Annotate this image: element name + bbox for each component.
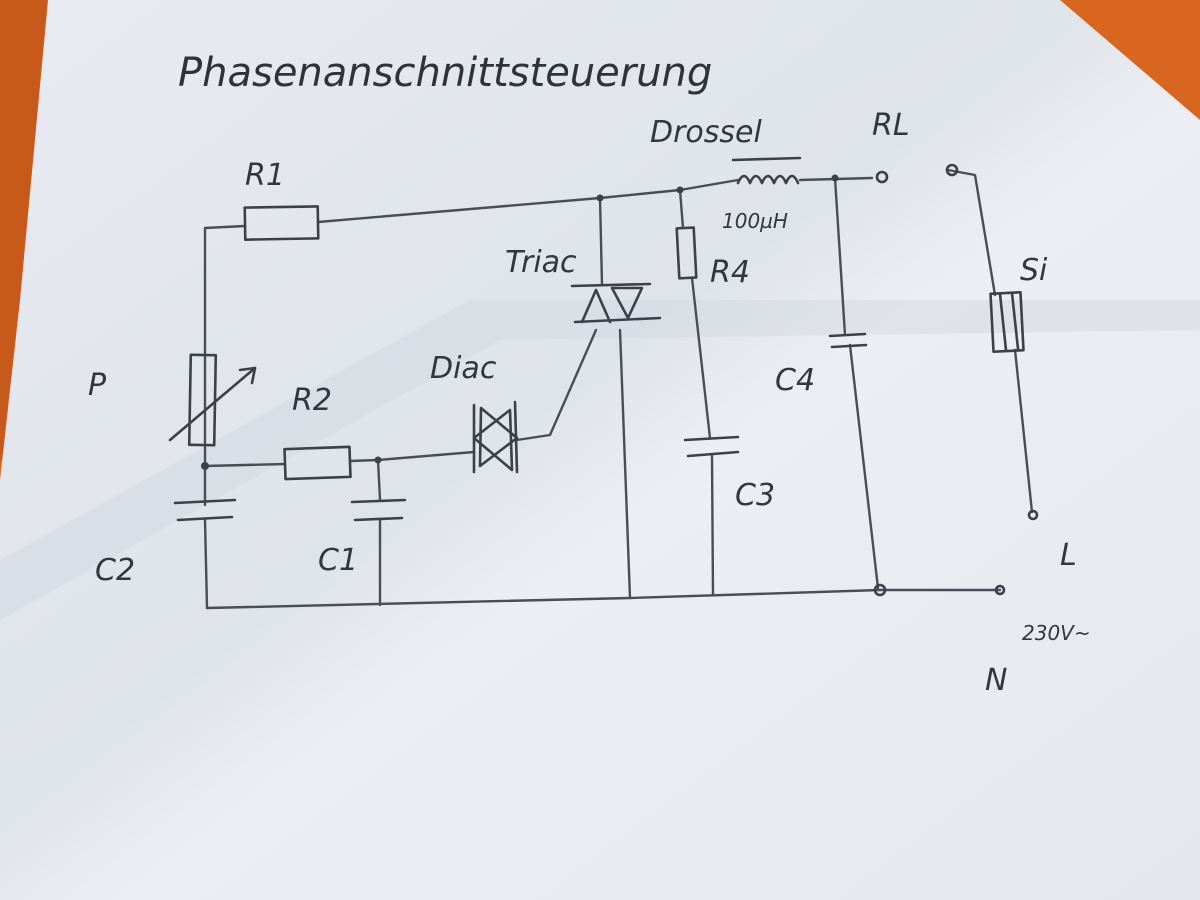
label-c3: C3 <box>735 478 775 513</box>
title-text: Phasenanschnittsteuerung <box>178 50 712 96</box>
label-diac: Diac <box>430 351 497 386</box>
triac <box>570 282 662 324</box>
label-l: L <box>1060 538 1077 573</box>
label-c4: C4 <box>775 363 815 398</box>
capacitor-c2 <box>173 498 237 522</box>
capacitor-c3 <box>683 435 740 458</box>
label-rl: RL <box>872 108 910 143</box>
diac <box>472 400 519 474</box>
label-c2: C2 <box>95 553 135 588</box>
resistor-r2 <box>283 445 352 481</box>
terminals <box>201 163 1039 597</box>
label-triac: Triac <box>505 245 577 280</box>
capacitor-c1 <box>350 498 407 522</box>
potentiometer-p <box>168 353 257 447</box>
paper-fold-shadow <box>0 300 1200 620</box>
label-inductance: 100µH <box>722 209 788 233</box>
label-drossel: Drossel <box>650 115 763 150</box>
label-c1: C1 <box>318 543 358 578</box>
label-si: Si <box>1020 253 1048 288</box>
label-r1: R1 <box>245 158 285 193</box>
wires <box>203 168 1034 610</box>
label-p: P <box>88 368 107 403</box>
label-r4: R4 <box>710 255 750 290</box>
capacitor-c4 <box>828 332 868 349</box>
resistor-r4 <box>675 226 698 280</box>
label-voltage: 230V~ <box>1022 621 1091 645</box>
inductor-drossel <box>731 156 802 185</box>
resistor-r1 <box>243 205 320 241</box>
label-n: N <box>985 663 1007 698</box>
label-r2: R2 <box>292 383 332 418</box>
fuse-si <box>989 290 1025 354</box>
